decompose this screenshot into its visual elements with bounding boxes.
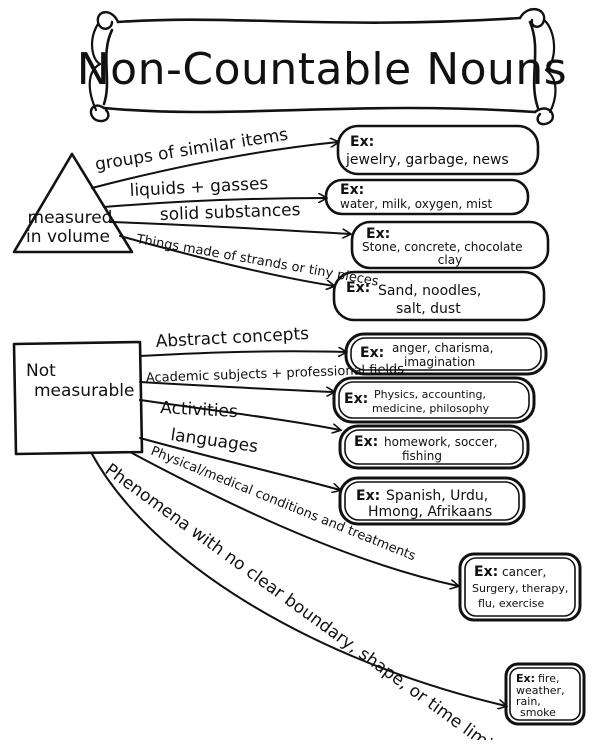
example-text-line3: flu, exercise [478, 597, 545, 610]
arrow-activities [139, 399, 340, 430]
example-text-line1: Spanish, Urdu, [386, 488, 488, 504]
example-text-line2: Surgery, therapy, [472, 582, 568, 595]
not-measurable-node: Not measurable [12, 340, 144, 456]
arrow-phenomena [91, 453, 506, 706]
example-text: jewelry, garbage, news [345, 152, 509, 168]
not-measurable-label-line1: Not [26, 361, 56, 381]
example-prefix: Ex: [360, 345, 384, 361]
branch-label-liquids: liquids + gasses [129, 174, 269, 201]
example-prefix: Ex: [350, 134, 374, 150]
branch-label-activities: Activities [160, 398, 239, 422]
measured-label-line1: measured [28, 208, 113, 228]
example-box-liquids: Ex: water, milk, oxygen, mist [324, 178, 530, 216]
example-box-strands: Ex: Sand, noodles, salt, dust [332, 270, 546, 322]
example-text-line2: medicine, philosophy [372, 402, 490, 415]
example-box-phenomena: Ex: fire, weather, rain, smoke [504, 662, 586, 726]
measured-label-line2: in volume [26, 227, 110, 247]
example-text-line1: cancer, [502, 565, 546, 579]
example-box-abstract: Ex: anger, charisma, imagination [344, 332, 548, 376]
example-box-groups: Ex: jewelry, garbage, news [336, 124, 540, 176]
example-text-line1: Physics, accounting, [374, 388, 486, 401]
branch-label-solids: solid substances [159, 200, 300, 225]
arrow-abstract [139, 351, 346, 356]
arrow-groups [91, 142, 338, 189]
example-text-line1: fire, [538, 672, 559, 685]
example-prefix: Ex: [344, 391, 368, 407]
example-text-line4: smoke [520, 706, 556, 719]
arrow-strands [119, 235, 334, 286]
example-text-line1: anger, charisma, [392, 341, 493, 355]
branch-label-languages: languages [169, 425, 259, 457]
arrow-languages [139, 437, 340, 490]
example-text-line1: Sand, noodles, [378, 283, 481, 299]
arrow-academic [139, 381, 334, 392]
example-box-academic: Ex: Physics, accounting, medicine, philo… [332, 376, 536, 424]
arrow-conditions [129, 451, 458, 586]
title-banner: Non-Countable Nouns [77, 8, 567, 126]
measured-node: measured in volume [12, 152, 134, 254]
example-box-languages: Ex: Spanish, Urdu, Hmong, Afrikaans [338, 476, 526, 526]
arrow-liquids [103, 198, 326, 208]
triangle-shape [12, 152, 134, 254]
branch-label-abstract: Abstract concepts [155, 324, 309, 352]
branch-label-strands: Things made of strands or tiny pieces [134, 232, 380, 290]
example-prefix: Ex: [346, 280, 370, 296]
example-prefix: Ex: [354, 434, 378, 450]
example-prefix: Ex: [356, 488, 380, 504]
example-text-line1: homework, soccer, [384, 435, 498, 449]
example-prefix: Ex: [340, 182, 364, 198]
example-box-activities: Ex: homework, soccer, fishing [338, 424, 530, 470]
example-text-line2: fishing [402, 449, 442, 463]
example-text-line3: rain, [516, 695, 541, 708]
example-text-line1: Stone, concrete, chocolate [362, 240, 522, 254]
not-measurable-label-line2: measurable [34, 381, 134, 401]
example-box-solids: Ex: Stone, concrete, chocolate clay [350, 220, 550, 270]
example-prefix: Ex: [516, 672, 535, 685]
example-text-line2: imagination [404, 355, 475, 369]
branch-label-groups: groups of similar items [94, 125, 290, 175]
square-shape [12, 340, 144, 456]
example-text: water, milk, oxygen, mist [340, 197, 492, 211]
page-title: Non-Countable Nouns [77, 44, 567, 95]
example-prefix: Ex: [474, 564, 498, 580]
example-text-line2: weather, [516, 684, 565, 697]
example-box-conditions: Ex: cancer, Surgery, therapy, flu, exerc… [458, 552, 582, 622]
arrow-solids [109, 221, 350, 234]
example-text-line2: Hmong, Afrikaans [368, 504, 492, 520]
example-text-line2: salt, dust [396, 301, 461, 317]
example-prefix: Ex: [366, 226, 390, 242]
example-text-line2: clay [438, 253, 462, 267]
